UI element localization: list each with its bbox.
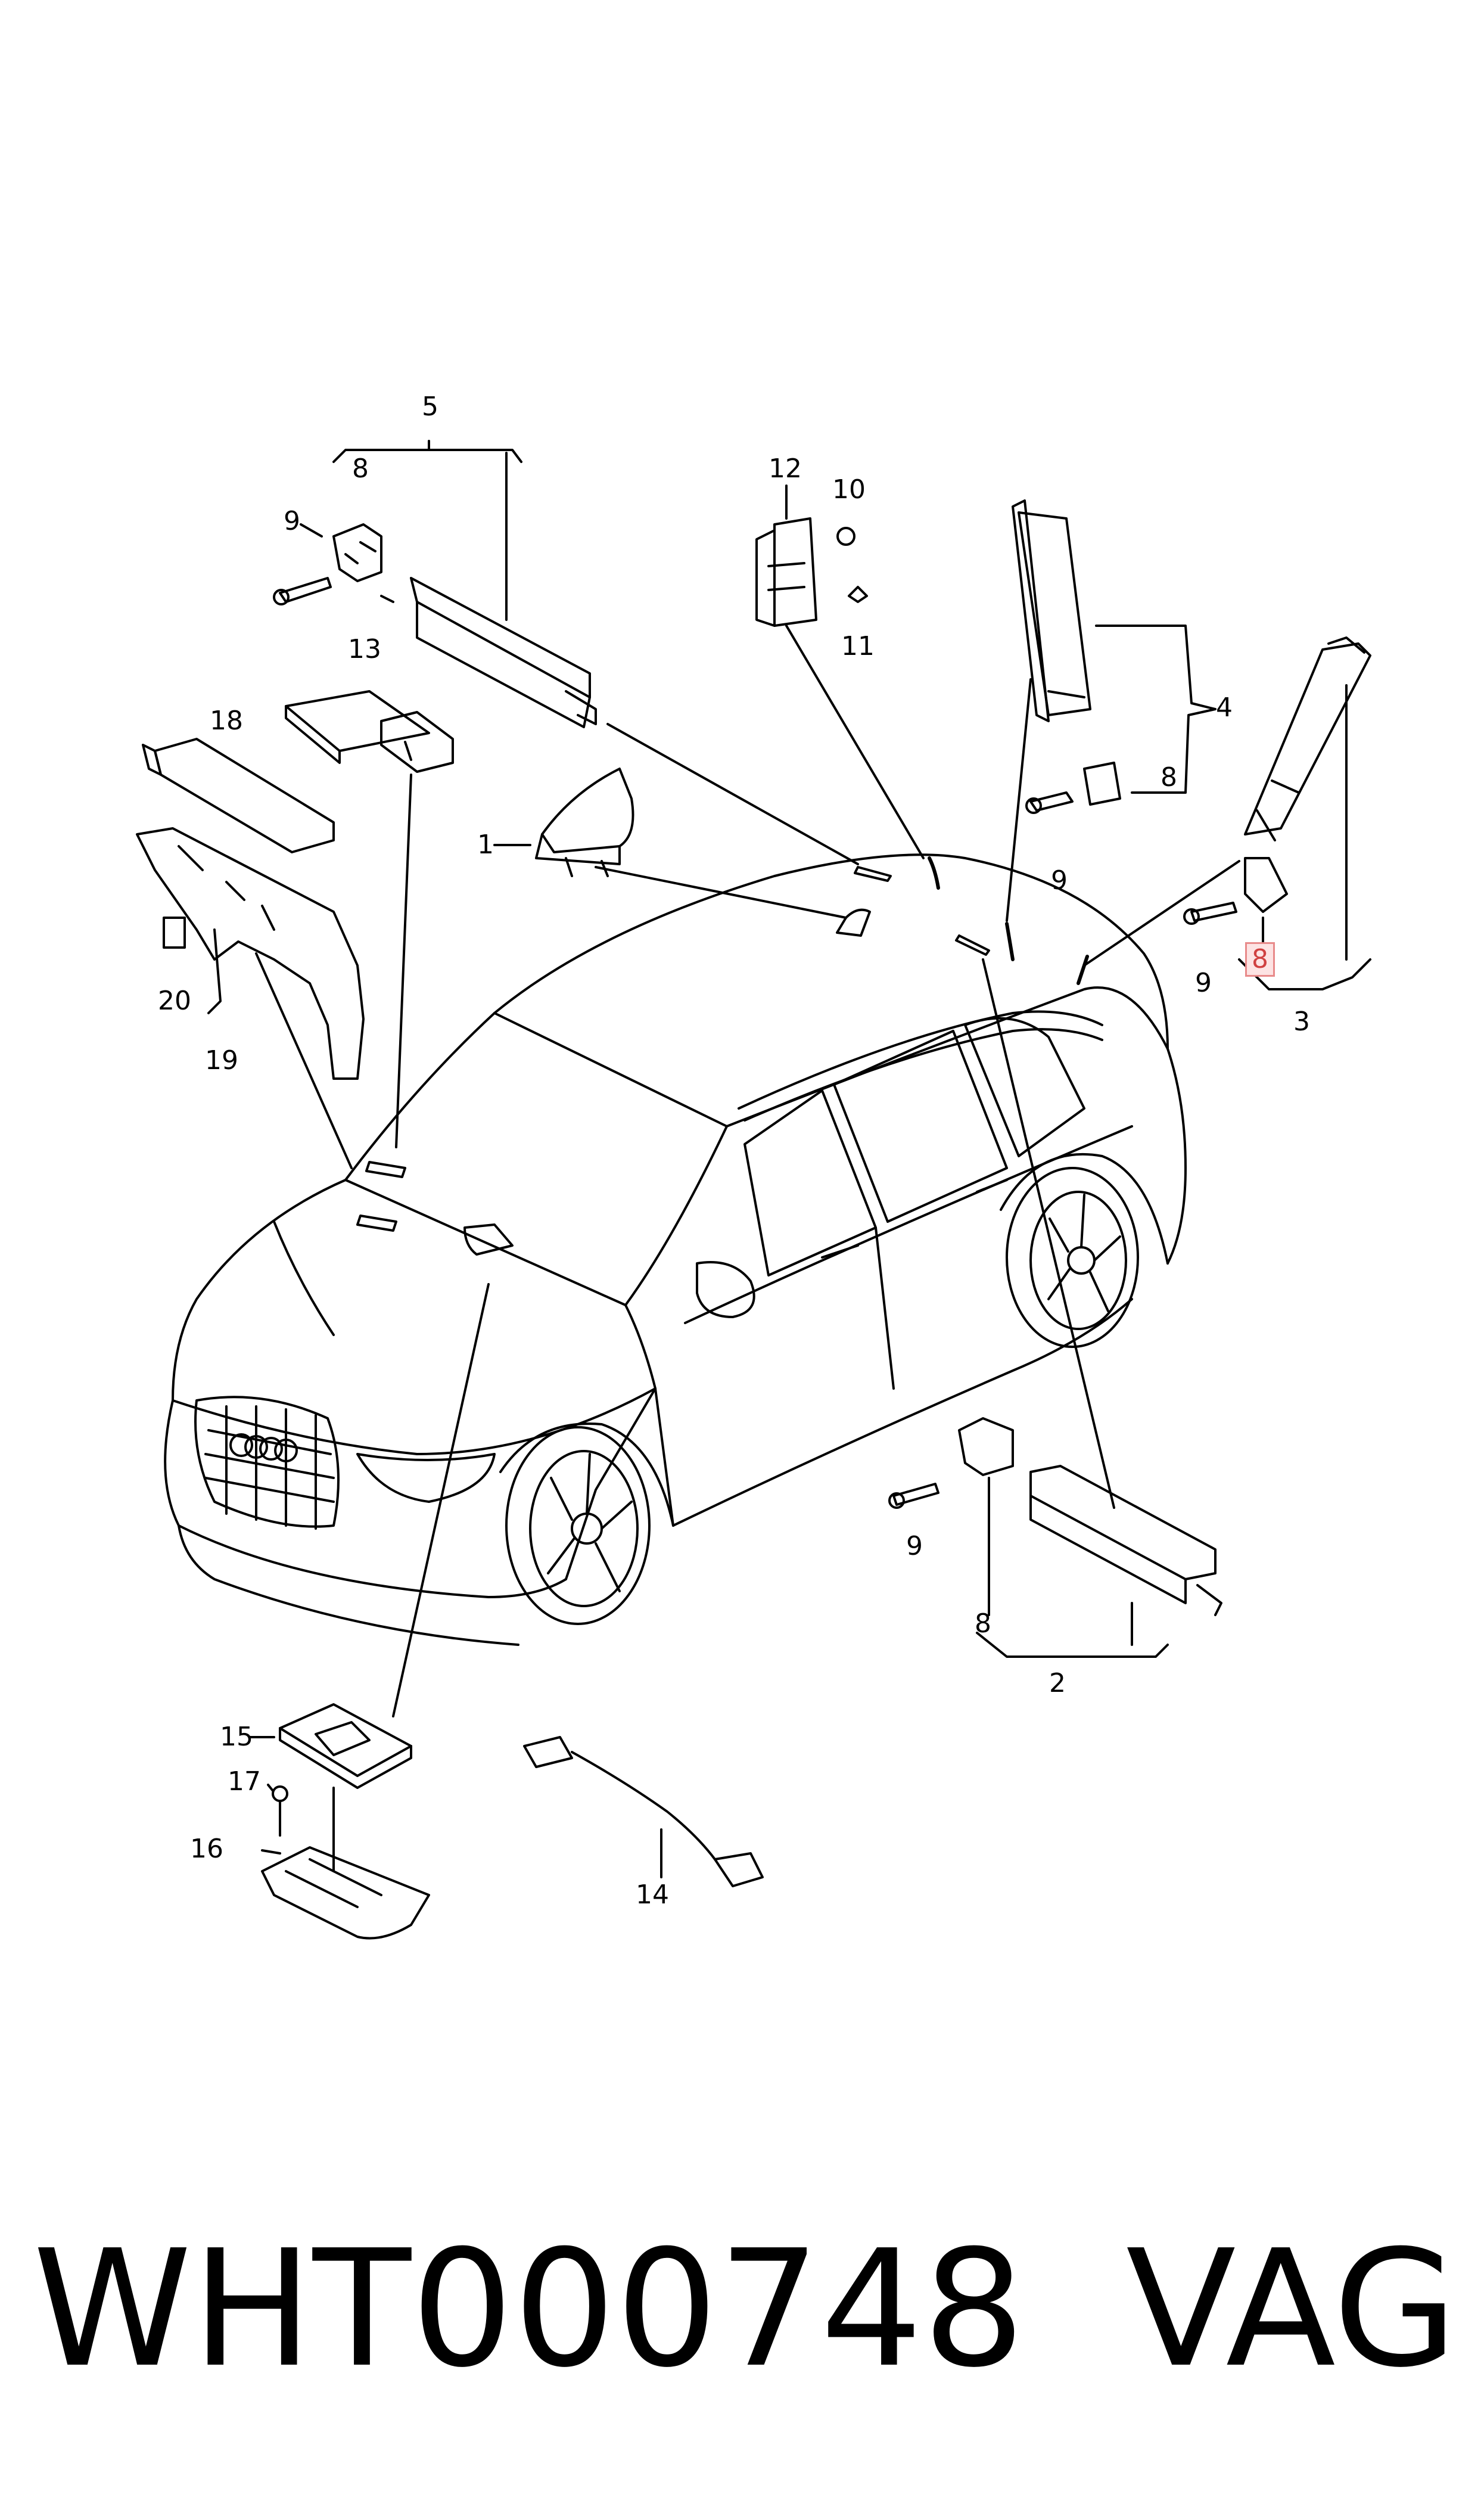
part-12-holder bbox=[755, 517, 925, 859]
part-13-module bbox=[285, 690, 454, 1148]
part-3-antenna-strip bbox=[1083, 636, 1371, 990]
callout-1: 1 bbox=[477, 830, 494, 860]
callout-18: 18 bbox=[210, 706, 243, 736]
callout-14: 14 bbox=[636, 1880, 669, 1910]
part-5-antenna-module bbox=[273, 440, 859, 865]
part-15-16-17-unit bbox=[261, 1283, 490, 1940]
callout-8-bottom: 8 bbox=[975, 1608, 991, 1639]
callout-10: 10 bbox=[832, 474, 866, 505]
callout-16: 16 bbox=[190, 1834, 223, 1864]
callout-17: 17 bbox=[228, 1766, 261, 1797]
callout-15: 15 bbox=[220, 1722, 253, 1752]
vehicle-outline bbox=[164, 853, 1187, 1646]
part-1-roof-antenna bbox=[493, 768, 847, 919]
part-number-label: WHT000748 bbox=[33, 2215, 1025, 2403]
callout-11: 11 bbox=[841, 631, 875, 661]
callout-8-top: 8 bbox=[352, 454, 369, 484]
callout-4: 4 bbox=[1216, 692, 1233, 723]
callout-5: 5 bbox=[422, 392, 438, 422]
callout-8-right: 8 bbox=[1161, 762, 1177, 793]
callout-9-right: 9 bbox=[1195, 968, 1212, 998]
callout-9-bottom: 9 bbox=[906, 1531, 923, 1561]
part-2-antenna-strip bbox=[888, 958, 1222, 1658]
part-14-cable bbox=[523, 1736, 764, 1887]
callout-8-highlighted: 8 bbox=[1245, 942, 1275, 977]
callout-9-top: 9 bbox=[284, 506, 300, 536]
callout-2: 2 bbox=[1049, 1668, 1066, 1698]
callout-19: 19 bbox=[205, 1045, 238, 1076]
callout-3: 3 bbox=[1293, 1007, 1310, 1037]
callout-12: 12 bbox=[769, 454, 802, 484]
part-4-antenna-strip bbox=[1006, 499, 1217, 922]
part-18-19-bracket bbox=[136, 738, 365, 1169]
callout-9-middle: 9 bbox=[1051, 865, 1068, 896]
callout-13: 13 bbox=[348, 634, 381, 664]
brand-label: VAG bbox=[1126, 2215, 1458, 2403]
callout-20: 20 bbox=[158, 986, 191, 1016]
